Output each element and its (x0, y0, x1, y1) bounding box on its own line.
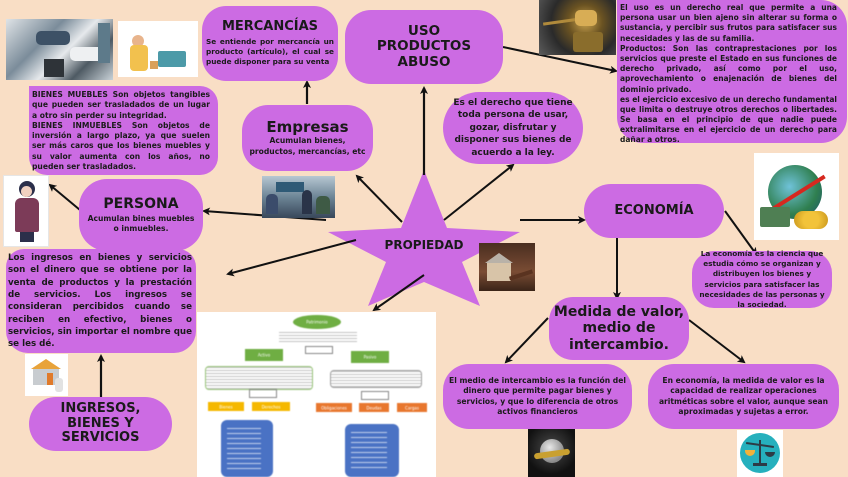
productos-title: PRODUCTOS (376, 38, 472, 55)
diagram-root: Patrimonio (293, 315, 341, 329)
delivery-worker-image (118, 21, 198, 77)
economia-definition-node[interactable]: La economía es la ciencia que estudia có… (692, 248, 832, 309)
arrow-star-to-ingresos-def (226, 239, 357, 277)
bienes-muebles-text: BIENES MUEBLES Son objetos tangibles que… (32, 90, 210, 120)
mercancias-node[interactable]: MERCANCÍAS Se entiende por mercancía un … (202, 6, 338, 81)
bienes-definition-box: BIENES MUEBLES Son objetos tangibles que… (29, 86, 218, 175)
arrow-medida-to-valor (688, 319, 746, 364)
economy-globe-image (754, 153, 839, 240)
gavel-image (539, 0, 616, 55)
ingresos-definition-text: Los ingresos en bienes y servicios son e… (8, 253, 192, 350)
diagram-left-child-2: Derechos (252, 402, 290, 411)
medio-intercambio-definition-node[interactable]: El medio de intercambio es la función de… (443, 364, 632, 429)
bienes-inmuebles-text: BIENES INMUEBLES Son objetos de inversió… (32, 120, 210, 171)
arrow-star-to-definition (443, 163, 515, 221)
persona-title: PERSONA (103, 195, 179, 212)
persona-text: Acumulan bines muebles o inmuebles. (87, 213, 195, 234)
medio-intercambio-text: El medio de intercambio es la función de… (449, 376, 626, 416)
diagram-right-child-3: Cargas (397, 403, 427, 412)
globe-money-image (528, 429, 575, 477)
mercancias-title: MERCANCÍAS (221, 19, 319, 35)
propiedad-star[interactable] (328, 170, 520, 306)
house-buyer-image (25, 354, 68, 396)
economia-definition-text: La economía es la ciencia que estudia có… (699, 248, 825, 309)
ingresos-definition-box: Los ingresos en bienes y servicios son e… (6, 249, 196, 353)
arrow-star-to-diagram (372, 274, 425, 312)
empresas-title: Empresas (266, 118, 349, 137)
medida-title-line-3: intercambio. (569, 336, 669, 353)
persona-node[interactable]: PERSONA Acumulan bines muebles o inmuebl… (79, 179, 203, 251)
medida-title-line-2: medio de (582, 320, 656, 337)
medida-title-line-1: Medida de valor, (553, 304, 685, 321)
arrow-uso-to-definition (502, 46, 618, 74)
diagram-right-node: Pasivo (351, 351, 389, 363)
goods-collage-image (6, 19, 113, 80)
uso-definition-text: El uso es un derecho real que permite a … (620, 3, 837, 43)
house-gavel-image (479, 243, 535, 291)
empresas-node[interactable]: Empresas Acumulan bienes, productos, mer… (242, 105, 373, 171)
balance-scale-image (737, 430, 783, 477)
medida-valor-text: En economía, la medida de valor es la ca… (658, 376, 829, 416)
abuso-definition-text: es el ejercicio excesivo de un derecho f… (620, 94, 837, 145)
teacher-image (3, 175, 49, 247)
ingresos-bienes-servicios-node[interactable]: INGRESOS, BIENES Y SERVICIOS (29, 397, 172, 451)
empresas-text: Acumulan bienes, productos, mercancías, … (249, 136, 366, 156)
diagram-left-node: Activo (245, 349, 283, 361)
propiedad-definition-node[interactable]: Es el derecho que tiene toda persona de … (443, 92, 583, 164)
business-meeting-image (262, 176, 335, 218)
diagram-right-child-2: Deudas (359, 403, 389, 412)
ingresos-title: INGRESOS, BIENES Y SERVICIOS (60, 400, 141, 446)
medida-de-valor-node[interactable]: Medida de valor, medio de intercambio. (549, 297, 689, 360)
medida-valor-definition-node[interactable]: En economía, la medida de valor es la ca… (648, 364, 839, 429)
patrimonio-diagram-image: Patrimonio Activo Pasivo Bienes Derechos… (197, 312, 436, 477)
arrow-persona-to-teacher (48, 183, 81, 211)
productos-definition-text: Productos: Son las contraprestaciones po… (620, 43, 837, 94)
propiedad-label: PROPIEDAD (384, 238, 464, 252)
diagram-right-child-1: Obligaciones (316, 403, 352, 412)
uso-title: USO (407, 22, 441, 39)
arrow-medida-to-medio (504, 317, 549, 364)
economia-node[interactable]: ECONOMÍA (584, 184, 724, 238)
mercancias-text: Se entiende por mercancía un producto (a… (206, 37, 334, 66)
diagram-left-child-1: Bienes (208, 402, 244, 411)
propiedad-definition-text: Es el derecho que tiene toda persona de … (453, 97, 573, 158)
abuso-title: ABUSO (397, 53, 451, 70)
arrow-economia-to-def (724, 210, 758, 256)
arrow-star-to-empresas (355, 174, 403, 223)
uso-definition-box: El uso es un derecho real que permite a … (617, 0, 847, 145)
economia-title: ECONOMÍA (614, 202, 694, 218)
uso-productos-abuso-node[interactable]: USO PRODUCTOS ABUSO (345, 10, 503, 84)
